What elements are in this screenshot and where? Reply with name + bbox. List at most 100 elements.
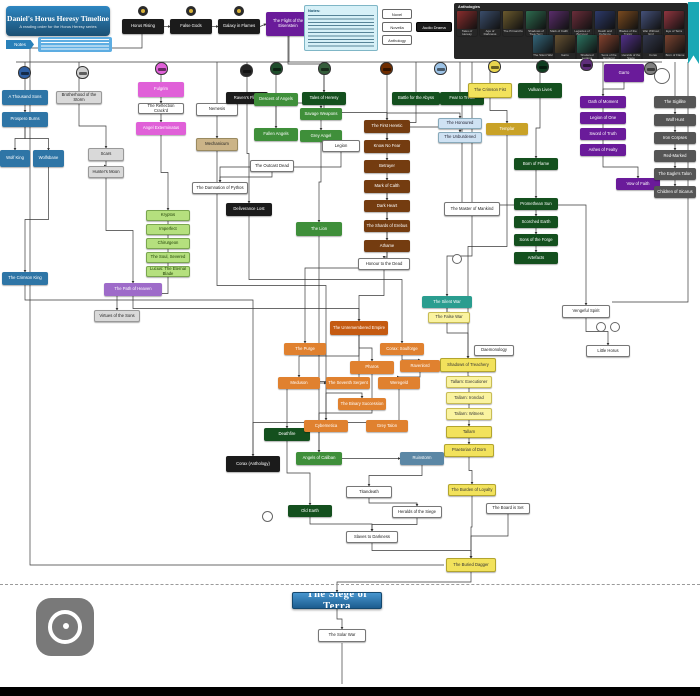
- node-label: The Honoured: [446, 120, 474, 126]
- screenshot-button[interactable]: [36, 598, 94, 656]
- node-label: The Purge: [295, 345, 315, 351]
- legion-badge-thousand-sons-icon: [18, 66, 31, 79]
- cover-caption: The Primarchs: [503, 30, 523, 33]
- node-label: Praetorian of Dorn: [451, 447, 487, 453]
- node-o9: Grey Talon: [366, 420, 408, 432]
- node-tales: Tales of Heresy: [302, 92, 346, 105]
- node-label: Deliverance Lost: [233, 206, 265, 212]
- legend-chip-novel: Novel: [382, 9, 412, 19]
- node-lb2: The Unburdened: [438, 132, 482, 143]
- node-o2: Meduson: [278, 377, 320, 389]
- node-r7: Children of Sicarus: [654, 186, 696, 198]
- node-label: Grey Angel: [310, 132, 332, 138]
- node-s1: Promethean Sun: [514, 198, 558, 210]
- node-label: The Shards of Erebus: [366, 222, 408, 228]
- cover-art: [572, 11, 592, 29]
- cover-art: [599, 35, 619, 53]
- node-solar: The Solar War: [318, 629, 366, 642]
- notes-ribbon: Notes: [6, 40, 34, 49]
- node-dop: The Damnation of Pythos: [192, 182, 248, 194]
- legion-badge-blood-angels-icon: [434, 62, 447, 75]
- cover-art: [457, 11, 477, 29]
- node-label: False Gods: [180, 23, 202, 29]
- node-o4: Corax: Soulforge: [380, 343, 424, 355]
- anthology-cover: The Silent War: [533, 35, 553, 59]
- cover-art: [549, 11, 569, 29]
- node-label: Angel Exterminatus: [142, 125, 180, 131]
- node-l4: The Soul, Severed: [146, 252, 190, 263]
- node-label: Brotherhood of the Storm: [61, 91, 97, 102]
- node-label: The First Heretic: [371, 123, 403, 129]
- anthology-cover: Born of Flame: [665, 35, 685, 59]
- node-circ3: [610, 322, 620, 332]
- node-label: The Seventh Serpent: [328, 379, 368, 385]
- cover-caption: Tales of Heresy: [461, 30, 473, 36]
- node-label: Old Earth: [301, 507, 319, 513]
- node-fulgrim: Fulgrim: [138, 82, 184, 97]
- node-label: Chirurgeon: [157, 240, 179, 246]
- chaos-icon: [234, 6, 244, 16]
- node-bd: The Buried Dagger: [446, 558, 496, 572]
- node-label: Legion of One: [589, 114, 617, 120]
- microtext: [41, 39, 109, 50]
- anthology-cover: Heralds of the Siege: [621, 35, 641, 59]
- node-r5: Red-Marked: [654, 150, 696, 162]
- node-titandeath: Titandeath: [346, 486, 392, 498]
- node-dlost: Deliverance Lost: [226, 203, 272, 216]
- node-label: Prospero Burns: [10, 116, 40, 122]
- node-label: Descent of Angels: [259, 96, 293, 102]
- node-oldearth: Old Earth: [288, 505, 332, 517]
- legion-badge-sons-of-horus-icon: [318, 62, 331, 75]
- node-label: Dark Heart: [376, 202, 398, 208]
- node-label: Honour to the Dead: [365, 260, 403, 266]
- legion-badge-imperial-fists-icon: [488, 60, 501, 73]
- node-vos: Virtues of the Sons: [94, 310, 140, 322]
- node-label: Hunter's Moon: [92, 168, 120, 174]
- cover-caption: War Without End: [642, 30, 660, 36]
- node-falsewar: The False War: [428, 312, 470, 323]
- node-label: Battle for the Abyss: [397, 95, 435, 101]
- node-sw: Savage Weapons: [300, 108, 342, 120]
- node-label: Ravenlord: [410, 362, 430, 368]
- cover-caption: Mark of Calth: [550, 30, 568, 33]
- node-label: Imperfect: [159, 226, 177, 232]
- chaos-icon: [186, 6, 196, 16]
- anthology-cover: Age of Darkness: [480, 11, 500, 36]
- node-ws1: Brotherhood of the Storm: [56, 91, 102, 104]
- node-soe: The Shards of Erebus: [364, 220, 410, 232]
- cover-caption: Garro: [561, 54, 569, 57]
- node-vs: Vengeful Spirit: [562, 305, 610, 318]
- cover-art: [577, 35, 597, 53]
- node-ruin: Ruinstorm: [400, 452, 444, 465]
- node-label: Corax (Anthology): [236, 460, 270, 466]
- camera-icon: [48, 610, 82, 644]
- node-std: Slaves to Darkness: [346, 531, 398, 543]
- cover-art: [618, 11, 638, 29]
- node-label: Fear to Tread: [449, 95, 475, 101]
- node-o8: Cybernetica: [304, 420, 348, 432]
- anthology-cover: The Primarchs: [503, 11, 523, 36]
- node-label: Tallarn: Ironclad: [454, 394, 484, 400]
- node-label: The Reflection Crack'd: [147, 103, 175, 113]
- node-label: The Soul, Severed: [150, 254, 186, 260]
- node-pod: Praetorian of Dorn: [444, 444, 494, 457]
- node-lb1: The Honoured: [438, 118, 482, 129]
- node-label: Wolf Hunt: [665, 116, 685, 122]
- node-label: Pharos: [365, 364, 379, 370]
- node-label: The Sigillite: [664, 98, 686, 104]
- node-label: Iron Corpses: [663, 134, 687, 140]
- node-hots: Heralds of the Siege: [392, 506, 442, 518]
- cover-caption: Death and Defiance: [598, 30, 612, 36]
- node-ws3: Hunter's Moon: [88, 166, 124, 178]
- node-label: Fulgrim: [154, 86, 168, 92]
- node-label: Wolfsbane: [38, 155, 59, 161]
- node-label: Weregeld: [390, 379, 408, 385]
- node-fg: False Gods: [170, 19, 212, 34]
- node-doa: Descent of Angels: [254, 93, 298, 106]
- node-label: Sons of the Forge: [519, 236, 553, 242]
- node-tod: The Outcast Dead: [250, 160, 294, 172]
- node-r3: Wolf Hunt: [654, 114, 696, 126]
- legend-notes: Notes:: [304, 5, 378, 51]
